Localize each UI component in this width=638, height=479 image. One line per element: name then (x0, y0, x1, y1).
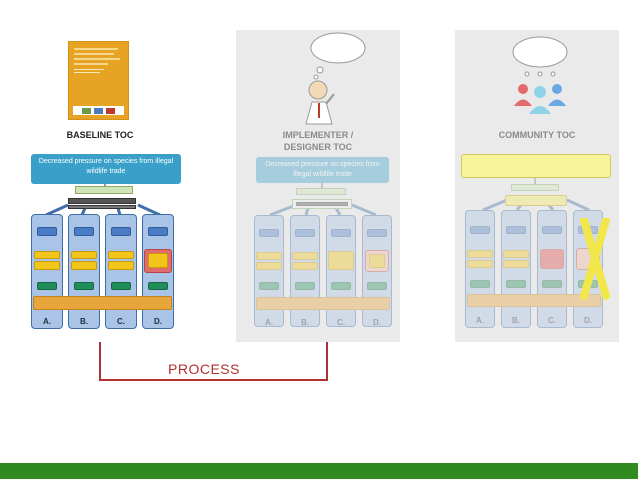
implementer-column-b (290, 215, 320, 327)
community-goal-box (461, 154, 611, 178)
baseline-blue-d (148, 227, 168, 236)
community-blue-c (542, 226, 562, 234)
community-green-b (506, 280, 526, 288)
baseline-green-a (37, 282, 57, 290)
baseline-yellow-b1 (71, 251, 97, 259)
community-toc-title: COMMUNITY TOC (498, 130, 576, 140)
implementer-yellow-c (328, 251, 354, 270)
baseline-col-label-d: D. (154, 317, 162, 326)
process-label: PROCESS (168, 361, 240, 377)
implementer-dark-bar (296, 202, 348, 206)
community-col-label-b: B. (512, 316, 520, 325)
community-col-label-a: A. (476, 316, 484, 325)
baseline-yellow-a2 (34, 261, 60, 270)
implementer-blue-a (259, 229, 279, 237)
community-yellow-a2 (467, 260, 493, 268)
baseline-activities-bar (33, 296, 172, 310)
thinking-person-icon (305, 32, 366, 125)
footer-bar (0, 463, 638, 479)
baseline-goal-box: Decreased pressure on species from illeg… (31, 154, 181, 184)
community-blue-b (506, 226, 526, 234)
baseline-green-d (148, 282, 168, 290)
community-col-label-d: D. (584, 316, 592, 325)
community-connectors (482, 178, 590, 212)
implementer-yellow-d (369, 254, 385, 268)
implementer-green-b (295, 282, 315, 290)
community-green-c (542, 280, 562, 288)
implementer-column-c (326, 215, 356, 327)
community-yellow-b1 (503, 250, 529, 258)
baseline-green-b (74, 282, 94, 290)
implementer-blue-c (331, 229, 351, 237)
implementer-connectors (269, 183, 377, 217)
community-panel (455, 30, 619, 342)
community-yellow-a1 (467, 250, 493, 258)
community-activities-bar (467, 294, 601, 307)
baseline-yellow-c2 (108, 261, 134, 270)
baseline-intermediate-box (75, 186, 133, 194)
community-intermediate-box (511, 184, 559, 191)
baseline-blue-c (111, 227, 131, 236)
community-yellow-b2 (503, 260, 529, 268)
implementer-goal-box: Decreased pressure on species from illeg… (256, 157, 389, 183)
community-people-icon (512, 36, 568, 114)
baseline-toc-title: BASELINE TOC (66, 130, 134, 140)
baseline-blue-b (74, 227, 94, 236)
implementer-blue-d (367, 229, 387, 237)
baseline-col-label-b: B. (80, 317, 88, 326)
implementer-column-a (254, 215, 284, 327)
baseline-yellow-c1 (108, 251, 134, 259)
baseline-dark-bar-2 (68, 205, 136, 209)
implementer-toc-title-line1: IMPLEMENTER / (282, 130, 354, 140)
community-column-b (501, 210, 531, 328)
implementer-toc-title-line2: DESIGNER TOC (283, 142, 353, 152)
baseline-dark-bar-1 (68, 198, 136, 204)
community-column-c (537, 210, 567, 328)
implementer-yellow-a1 (256, 252, 282, 260)
baseline-green-c (111, 282, 131, 290)
baseline-col-label-c: C. (117, 317, 125, 326)
report-cover-image (69, 42, 128, 119)
implementer-yellow-a2 (256, 262, 282, 270)
community-yellow-bar (505, 195, 567, 206)
implementer-highlight-d (365, 250, 389, 272)
community-green-a (470, 280, 490, 288)
implementer-green-d (367, 282, 387, 290)
baseline-blue-a (37, 227, 57, 236)
baseline-col-label-a: A. (43, 317, 51, 326)
baseline-yellow-a1 (34, 251, 60, 259)
baseline-yellow-d (148, 253, 168, 268)
implementer-blue-b (295, 229, 315, 237)
implementer-green-a (259, 282, 279, 290)
implementer-yellow-b2 (292, 262, 318, 270)
implementer-col-label-b: B. (301, 318, 309, 327)
community-column-a (465, 210, 495, 328)
community-blue-a (470, 226, 490, 234)
implementer-col-label-c: C. (337, 318, 345, 327)
implementer-col-label-d: D. (373, 318, 381, 327)
implementer-activities-bar (256, 297, 390, 310)
implementer-yellow-b1 (292, 252, 318, 260)
implementer-intermediate-box (296, 188, 346, 195)
implementer-col-label-a: A. (265, 318, 273, 327)
baseline-yellow-b2 (71, 261, 97, 270)
community-red-c (540, 249, 564, 269)
cross-out-icon (580, 218, 610, 300)
implementer-green-c (331, 282, 351, 290)
community-col-label-c: C. (548, 316, 556, 325)
implementer-diagram: Decreased pressure on species from illeg… (236, 0, 400, 342)
implementer-bar-box (292, 199, 352, 209)
